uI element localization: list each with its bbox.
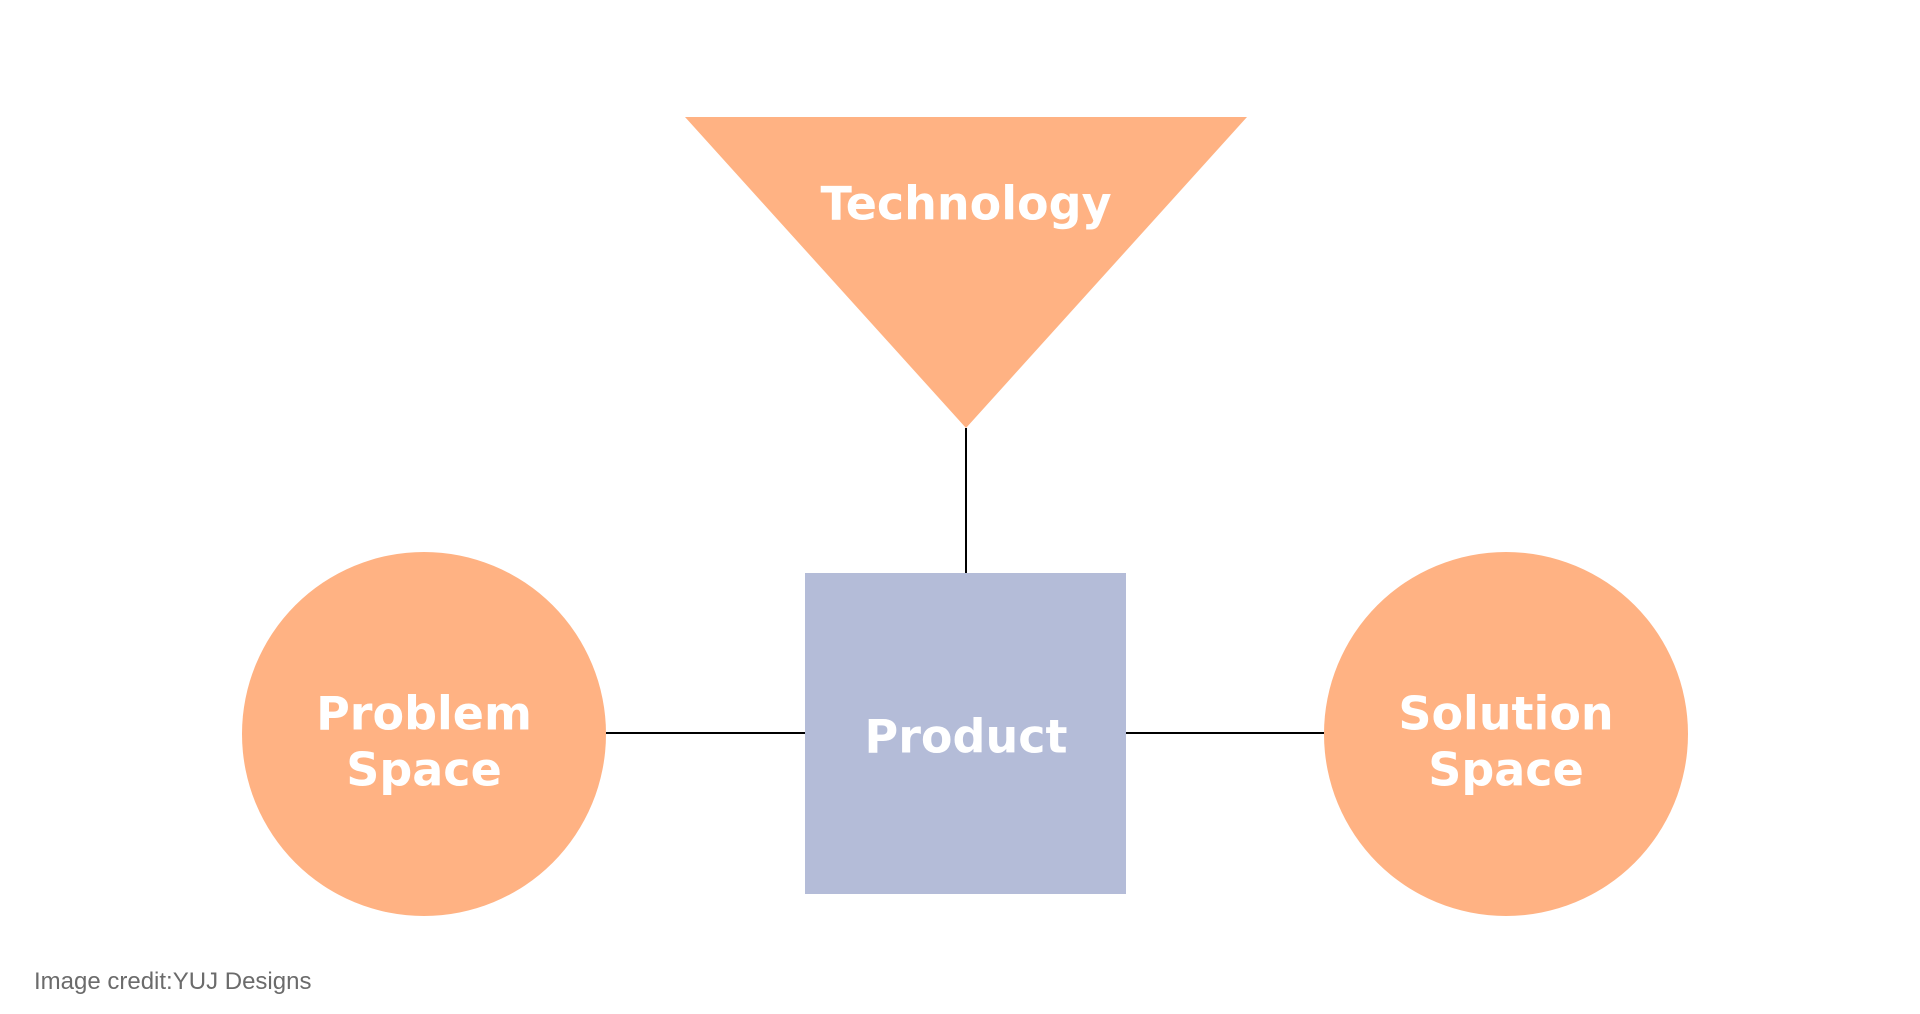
product-node: Product [805,573,1126,894]
solution-space-node: Solution Space [1324,552,1688,916]
technology-node: Technology [685,117,1247,428]
technology-label: Technology [820,177,1111,231]
problem-space-circle [242,552,606,916]
product-label: Product [865,710,1068,764]
solution-space-circle [1324,552,1688,916]
problem-space-node: Problem Space [242,552,606,916]
problem-space-label-line2: Space [346,743,502,797]
solution-space-label-line1: Solution [1398,687,1613,741]
image-credit: Image credit:YUJ Designs [34,968,312,995]
problem-space-label-line1: Problem [316,687,532,741]
technology-triangle [685,117,1247,428]
solution-space-label-line2: Space [1428,743,1584,797]
product-square [805,573,1126,894]
